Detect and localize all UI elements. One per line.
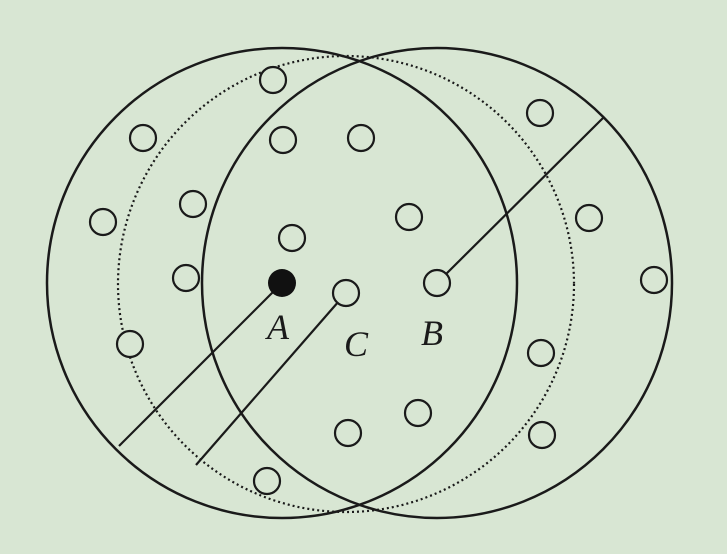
point — [258, 65, 288, 95]
open-points — [88, 65, 669, 496]
point-a-filled — [268, 269, 296, 297]
point — [639, 265, 669, 295]
point — [171, 263, 201, 293]
point — [277, 223, 307, 253]
point — [394, 202, 424, 232]
point — [128, 123, 158, 153]
radius-line-a — [118, 282, 283, 447]
point — [88, 207, 118, 237]
label-b: B — [421, 313, 443, 353]
label-a: A — [265, 307, 290, 347]
point-b — [422, 268, 452, 298]
point — [178, 189, 208, 219]
point — [527, 420, 557, 450]
point — [403, 398, 433, 428]
radius-line-c — [195, 292, 347, 466]
point — [333, 418, 363, 448]
dotted-circle-around-c — [116, 54, 576, 514]
point — [574, 203, 604, 233]
point — [346, 123, 376, 153]
label-c: C — [344, 324, 369, 364]
point — [525, 98, 555, 128]
point — [268, 125, 298, 155]
point — [252, 466, 282, 496]
radius-line-b — [436, 117, 604, 284]
point — [115, 329, 145, 359]
circle-around-a — [45, 46, 519, 520]
circle-around-b — [200, 46, 674, 520]
point-c — [331, 278, 361, 308]
point — [526, 338, 556, 368]
